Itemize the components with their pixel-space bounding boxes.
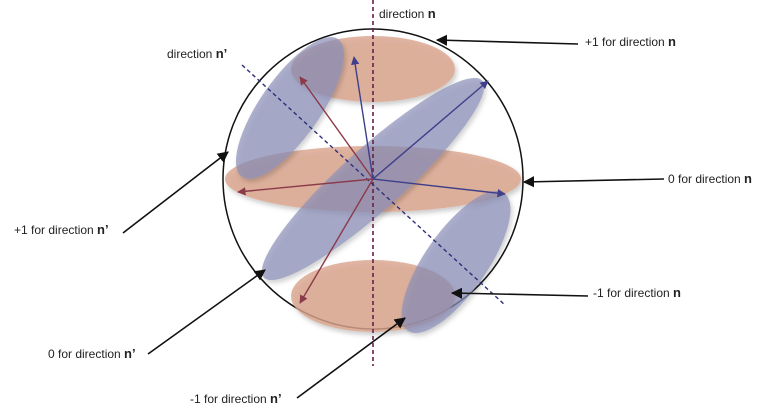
callout-plus1-n (435, 34, 579, 46)
red-arrow-upper-left (299, 76, 374, 180)
callout-plus1-np (122, 151, 229, 234)
label-direction-n: direction n (379, 6, 436, 21)
label-minus1-np: -1 for direction n’ (190, 391, 282, 406)
callout-minus1-n (450, 287, 589, 299)
callout-zero-np (147, 269, 266, 355)
red-arrows (237, 76, 374, 304)
label-zero-n: 0 for direction n (668, 171, 752, 186)
red-arrow-lower-left (299, 178, 374, 304)
blue-arrow-upper-right (372, 80, 489, 180)
callout-arrows (122, 34, 665, 399)
label-zero-np: 0 for direction n’ (48, 346, 136, 361)
label-direction-np: direction n’ (167, 46, 227, 61)
blue-ellipse-lower-right (401, 190, 511, 334)
callout-minus1-np (296, 317, 406, 399)
label-plus1-n: +1 for direction n (585, 34, 676, 49)
label-plus1-np: +1 for direction n’ (14, 222, 109, 237)
red-arrow-left (237, 178, 374, 196)
blue-arrow-up (351, 56, 374, 180)
blue-arrows (351, 56, 506, 198)
axis-np-line (241, 64, 506, 306)
blue-arrow-right (372, 178, 506, 198)
callout-zero-n (522, 176, 665, 188)
label-minus1-n: -1 for direction n (593, 285, 681, 300)
